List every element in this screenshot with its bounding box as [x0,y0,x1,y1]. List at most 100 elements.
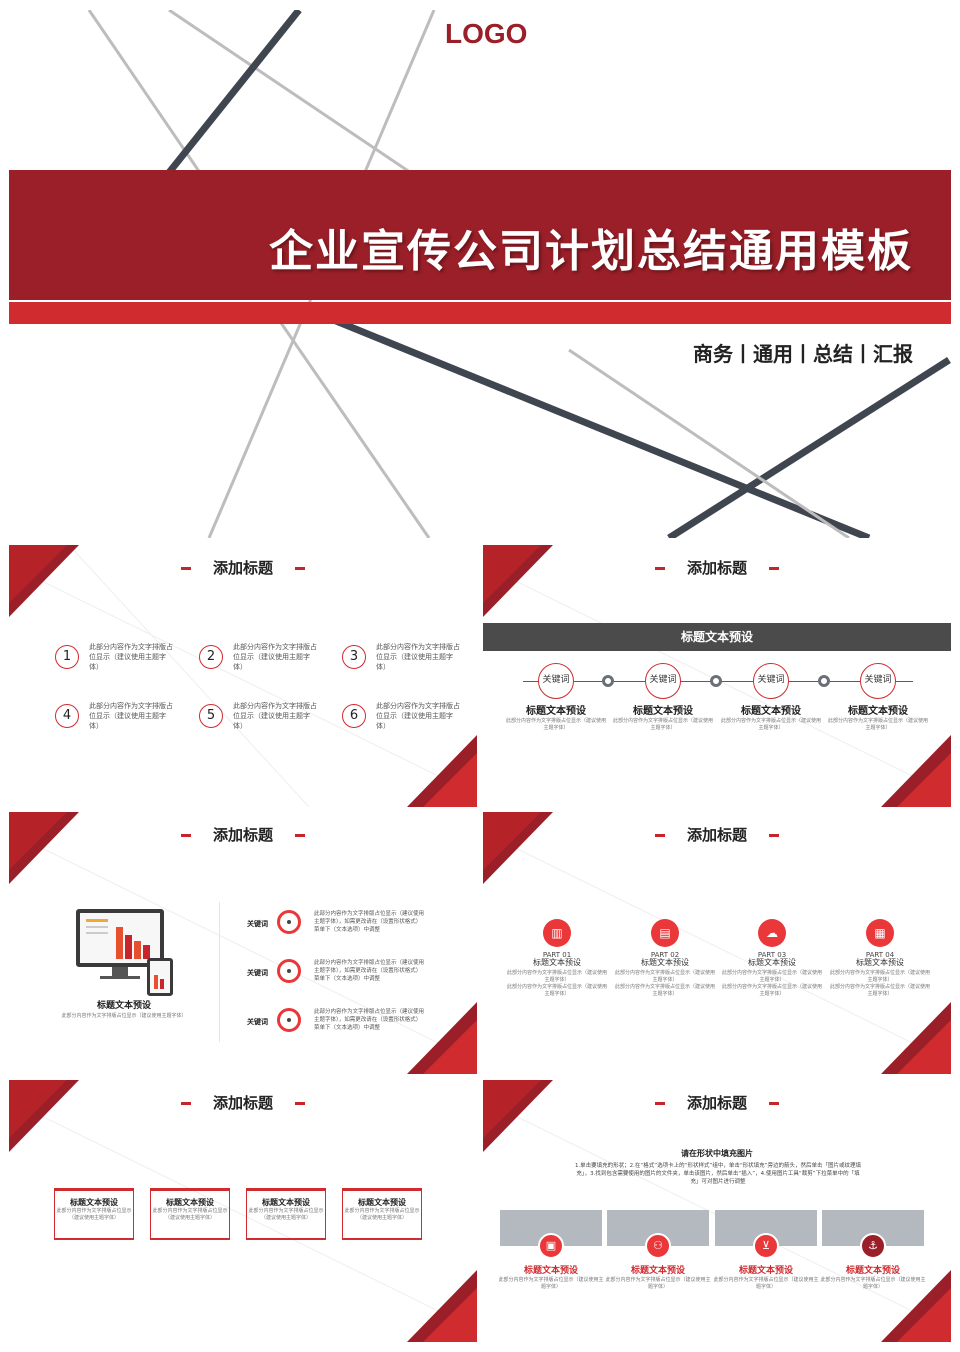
ring-icon [277,959,301,983]
slide-device-mockup: 添加标题 标题文本预设 此部分内容作为文字排版占位显示（建议使用主题字体） 关键… [9,812,477,1074]
part-heading: 标题文本预设 [533,958,581,967]
box-text: 此部分内容作为文字排版占位显示（建议使用主题字体） [344,1208,420,1221]
tablet-illustration [147,958,173,996]
item-text: 此部分内容作为文字排版占位显示（建议使用主题字体），如需更改请在（设置形状格式）… [314,960,425,982]
item-text: 此部分内容作为文字排版占位显示（建议使用主题字体） [233,702,317,730]
box-text: 此部分内容作为文字排版占位显示（建议使用主题字体） [248,1208,324,1221]
instruction-text: 1.单击要填充的形状；2.在“格式”选项卡上的“形状样式”组中，单击“形状填充”… [574,1163,862,1185]
box-text: 此部分内容作为文字排版占位显示（建议使用主题字体） [152,1208,228,1221]
news-icon: ▤ [651,919,679,947]
caption-text: 此部分内容作为文字排版占位显示（建议使用主题字体） [498,1277,604,1290]
part-label: PART 03 [757,951,787,959]
text-box: 标题文本预设此部分内容作为文字排版占位显示（建议使用主题字体） [342,1188,422,1240]
keyword-label: 关键词 [247,1018,268,1026]
slide-title: 添加标题 [9,557,477,578]
box-heading: 标题文本预设 [262,1198,310,1207]
instruction-title: 请在形状中填充图片 [681,1149,753,1158]
slide-boxes: 添加标题 标题文本预设此部分内容作为文字排版占位显示（建议使用主题字体） 标题文… [9,1080,477,1342]
bullet-text: 此部分内容作为文字排版占位显示（建议使用主题字体） [722,984,823,997]
keyword-circle: 关键词 [538,663,574,699]
box-text: 此部分内容作为文字排版占位显示（建议使用主题字体） [56,1208,132,1221]
slide-timeline: 添加标题 标题文本预设 关键词 关键词 关键词 关键词 标题文本预设此部分内容作… [483,545,951,807]
slide-title: 添加标题 [9,1092,477,1113]
item-text: 此部分内容作为文字排版占位显示（建议使用主题字体） [89,643,173,671]
bullet-text: 此部分内容作为文字排版占位显示（建议使用主题字体） [722,970,823,983]
timeline-item: 标题文本预设此部分内容作为文字排版占位显示（建议使用主题字体） [506,706,607,732]
monitor-stand [112,967,128,977]
network-icon: ⚇ [645,1233,671,1259]
caption-column: 标题文本预设此部分内容作为文字排版占位显示（建议使用主题字体） [497,1266,605,1291]
item-text: 此部分内容作为文字排版占位显示（建议使用主题字体） [828,718,929,731]
chat-icon: ☁ [758,919,786,947]
caption-heading: 标题文本预设 [845,1266,900,1276]
slide-image-placeholders: 添加标题 请在形状中填充图片 1.单击要填充的形状；2.在“格式”选项卡上的“形… [483,1080,951,1342]
part-label: PART 02 [650,951,680,959]
box-heading: 标题文本预设 [358,1198,406,1207]
timeline-item: 标题文本预设此部分内容作为文字排版占位显示（建议使用主题字体） [721,706,821,732]
item-heading: 标题文本预设 [848,706,908,717]
text-box: 标题文本预设此部分内容作为文字排版占位显示（建议使用主题字体） [246,1188,326,1240]
timeline-dot [818,675,830,687]
cover-title: 企业宣传公司计划总结通用模板 [269,226,913,277]
part-heading: 标题文本预设 [856,958,904,967]
cover-slide: LOGO 企业宣传公司计划总结通用模板 商务丨通用丨总结丨汇报 [9,10,951,538]
header-bar: 标题文本预设 [483,623,951,651]
keyword-label: 关键词 [247,920,268,928]
keyword-circle: 关键词 [860,663,896,699]
caption-heading: 标题文本预设 [523,1266,578,1276]
timeline-dot [602,675,614,687]
number-badge: 2 [199,645,223,669]
keyword-label: 关键词 [247,969,268,977]
item-text: 此部分内容作为文字排版占位显示（建议使用主题字体） [506,718,607,731]
slide-numbered-list: 添加标题 1 此部分内容作为文字排版占位显示（建议使用主题字体） 2 此部分内容… [9,545,477,807]
part-heading: 标题文本预设 [748,958,796,967]
slide-decoration [9,545,477,807]
device-text: 此部分内容作为文字排版占位显示（建议使用主题字体） [61,1013,187,1019]
box-heading: 标题文本预设 [70,1198,118,1207]
banner-stripe [9,302,951,324]
number-badge: 5 [199,704,223,728]
presentation-icon: ▣ [538,1233,564,1259]
slide-title: 添加标题 [483,824,951,845]
caption-column: 标题文本预设此部分内容作为文字排版占位显示（建议使用主题字体） [819,1266,927,1291]
chart-icon: ▦ [866,919,894,947]
caption-text: 此部分内容作为文字排版占位显示（建议使用主题字体） [713,1277,819,1290]
number-badge: 4 [55,704,79,728]
caption-text: 此部分内容作为文字排版占位显示（建议使用主题字体） [820,1277,926,1290]
cart-icon: ⊻ [753,1233,779,1259]
text-box: 标题文本预设此部分内容作为文字排版占位显示（建议使用主题字体） [150,1188,230,1240]
item-text: 此部分内容作为文字排版占位显示（建议使用主题字体） [89,702,173,730]
slide-title: 添加标题 [483,557,951,578]
keyword-circle: 关键词 [645,663,681,699]
number-badge: 6 [342,704,366,728]
caption-column: 标题文本预设此部分内容作为文字排版占位显示（建议使用主题字体） [604,1267,712,1291]
keyword-circle: 关键词 [753,663,789,699]
anchor-icon: ⚓ [860,1233,886,1259]
item-heading: 标题文本预设 [741,706,801,717]
title-banner [9,170,951,300]
divider [219,902,220,1042]
caption-text: 此部分内容作为文字排版占位显示（建议使用主题字体） [605,1277,711,1290]
box-heading: 标题文本预设 [166,1198,214,1207]
ring-icon [277,1008,301,1032]
part-label: PART 04 [865,951,895,959]
slide-title: 添加标题 [483,1092,951,1113]
monitor-illustration [76,909,164,967]
item-text: 此部分内容作为文字排版占位显示（建议使用主题字体） [376,702,460,730]
device-heading: 标题文本预设 [96,1001,151,1011]
bullet-text: 此部分内容作为文字排版占位显示（建议使用主题字体） [830,984,931,997]
logo: LOGO [445,18,528,49]
item-heading: 标题文本预设 [526,706,586,717]
ring-icon [277,910,301,934]
bullet-text: 此部分内容作为文字排版占位显示（建议使用主题字体） [507,984,608,997]
part-heading: 标题文本预设 [641,958,689,967]
bullet-text: 此部分内容作为文字排版占位显示（建议使用主题字体） [615,970,716,983]
item-heading: 标题文本预设 [633,706,693,717]
item-text: 此部分内容作为文字排版占位显示（建议使用主题字体） [376,643,460,671]
cover-subtitle: 商务丨通用丨总结丨汇报 [693,342,913,366]
